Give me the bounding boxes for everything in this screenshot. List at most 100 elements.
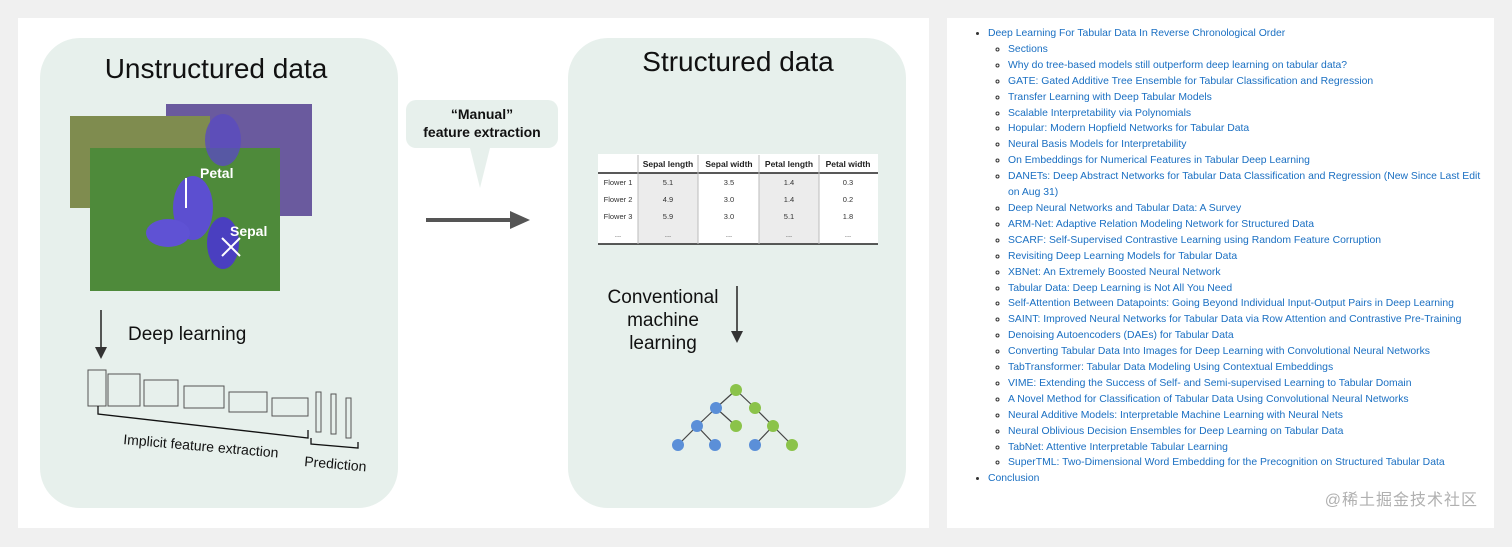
toc-section-link[interactable]: Neural Additive Models: Interpretable Ma… [1008,409,1343,421]
cnn-layers [87,369,352,439]
toc-section-item: GATE: Gated Additive Tree Ensemble for T… [1008,74,1482,90]
toc-section-link[interactable]: Why do tree-based models still outperfor… [1008,59,1348,71]
toc-section-item: Neural Oblivious Decision Ensembles for … [1008,424,1482,440]
toc-section-link[interactable]: Self-Attention Between Datapoints: Going… [1008,298,1454,310]
toc-list: Deep Learning For Tabular Data In Revers… [977,26,1482,487]
toc-section-item: SAINT: Improved Neural Networks for Tabu… [1008,312,1482,328]
table-cell: 1.8 [843,212,853,221]
table-cell: 3.0 [724,212,734,221]
toc-section-link[interactable]: Tabular Data: Deep Learning is Not All Y… [1008,282,1233,294]
manual-line2: feature extraction [423,124,540,140]
toc-section-link[interactable]: Revisiting Deep Learning Models for Tabu… [1008,250,1238,262]
toc-section-link[interactable]: TabNet: Attentive Interpretable Tabular … [1008,441,1228,453]
table-cell: 4.9 [663,195,673,204]
toc-section-item: Why do tree-based models still outperfor… [1008,58,1482,74]
table-cell: ... [786,230,792,239]
toc-section-item: Converting Tabular Data Into Images for … [1008,344,1482,360]
toc-section-link[interactable]: A Novel Method for Classification of Tab… [1008,393,1409,405]
toc-section-link[interactable]: Transfer Learning with Deep Tabular Mode… [1008,91,1212,103]
toc-section-item: DANETs: Deep Abstract Networks for Tabul… [1008,169,1482,201]
petal-label: Petal [200,165,233,181]
manual-bubble: “Manual” feature extraction [406,100,558,188]
table-cell: ... [726,230,732,239]
main-arrow-head [510,211,530,229]
conventional-line1: Conventional [608,287,719,308]
conventional-line3: learning [629,333,697,354]
table-cell: 5.1 [784,212,794,221]
toc-section-item: XBNet: An Extremely Boosted Neural Netwo… [1008,265,1482,281]
iris-table: Sepal length Sepal width Petal length Pe… [598,154,878,245]
table-cell: Flower 1 [604,178,633,187]
toc-section-item: On Embeddings for Numerical Features in … [1008,153,1482,169]
iris-photos: Petal Sepal [70,104,312,291]
table-cell: 5.9 [663,212,673,221]
toc-item-conclusion: Conclusion [988,471,1482,487]
toc-panel: Deep Learning For Tabular Data In Revers… [947,18,1494,528]
structured-title: Structured data [642,46,834,77]
toc-section-item: Deep Neural Networks and Tabular Data: A… [1008,201,1482,217]
toc-section-item: Sections [1008,42,1482,58]
toc-section-item: TabNet: Attentive Interpretable Tabular … [1008,440,1482,456]
table-header-1: Sepal length [643,159,694,169]
toc-section-link[interactable]: SCARF: Self-Supervised Contrastive Learn… [1008,234,1382,246]
deep-learning-label: Deep learning [128,324,246,345]
toc-section-link[interactable]: Deep Neural Networks and Tabular Data: A… [1008,202,1242,214]
toc-section-item: VIME: Extending the Success of Self- and… [1008,376,1482,392]
toc-section-link[interactable]: GATE: Gated Additive Tree Ensemble for T… [1008,75,1374,87]
toc-section-link[interactable]: SAINT: Improved Neural Networks for Tabu… [1008,314,1462,326]
toc-section-link[interactable]: Converting Tabular Data Into Images for … [1008,346,1431,358]
table-header-4: Petal width [826,159,871,169]
sepal-label: Sepal [230,223,267,239]
toc-section-item: Neural Additive Models: Interpretable Ma… [1008,408,1482,424]
toc-section-item: SuperTML: Two-Dimensional Word Embedding… [1008,455,1482,471]
table-cell: 3.5 [724,178,734,187]
toc-link-conclusion[interactable]: Conclusion [988,473,1040,485]
toc-section-link[interactable]: TabTransformer: Tabular Data Modeling Us… [1008,362,1334,374]
table-cell: 3.0 [724,195,734,204]
table-cell: 5.1 [663,178,673,187]
toc-section-link[interactable]: Neural Oblivious Decision Ensembles for … [1008,425,1344,437]
structured-box [568,38,906,508]
table-cell: 0.2 [843,195,853,204]
table-cell: Flower 3 [604,212,633,221]
toc-section-item: TabTransformer: Tabular Data Modeling Us… [1008,360,1482,376]
table-cell: Flower 2 [604,195,633,204]
toc-section-item: Tabular Data: Deep Learning is Not All Y… [1008,281,1482,297]
table-cell: ... [665,230,671,239]
figure-panel: Unstructured data Petal Sepal Deep learn… [18,18,929,528]
toc-section-link[interactable]: Scalable Interpretability via Polynomial… [1008,107,1192,119]
prediction-label: Prediction [304,453,367,474]
prediction-bracket [310,438,359,449]
watermark: @稀土掘金技术社区 [1324,492,1478,509]
toc-section-link[interactable]: On Embeddings for Numerical Features in … [1008,155,1310,167]
table-cell: 1.4 [784,178,794,187]
toc-section-item: ARM-Net: Adaptive Relation Modeling Netw… [1008,217,1482,233]
toc-section-item: Denoising Autoencoders (DAEs) for Tabula… [1008,328,1482,344]
toc-section-link[interactable]: VIME: Extending the Success of Self- and… [1008,377,1412,389]
toc-section-item: A Novel Method for Classification of Tab… [1008,392,1482,408]
toc-link-top[interactable]: Deep Learning For Tabular Data In Revers… [988,28,1286,39]
manual-line1: “Manual” [451,106,513,122]
toc-section-item: Hopular: Modern Hopfield Networks for Ta… [1008,121,1482,137]
conventional-line2: machine [627,310,699,331]
toc-section-item: Transfer Learning with Deep Tabular Mode… [1008,90,1482,106]
toc-section-link[interactable]: ARM-Net: Adaptive Relation Modeling Netw… [1008,218,1315,230]
toc-section-link[interactable]: XBNet: An Extremely Boosted Neural Netwo… [1008,266,1221,278]
toc-item-top: Deep Learning For Tabular Data In Revers… [988,26,1482,471]
toc-section-item: Self-Attention Between Datapoints: Going… [1008,296,1482,312]
toc-section-link[interactable]: Sections [1008,43,1048,55]
table-header-2: Sepal width [705,159,752,169]
toc-section-item: Scalable Interpretability via Polynomial… [1008,106,1482,122]
toc-section-link[interactable]: SuperTML: Two-Dimensional Word Embedding… [1008,457,1445,469]
table-cell: 1.4 [784,195,794,204]
implicit-bracket [97,406,309,439]
toc-section-link[interactable]: Neural Basis Models for Interpretability [1008,139,1187,151]
toc-section-link[interactable]: DANETs: Deep Abstract Networks for Tabul… [1008,171,1481,199]
table-cell: ... [615,230,621,239]
toc-section-item: Revisiting Deep Learning Models for Tabu… [1008,249,1482,265]
toc-section-link[interactable]: Hopular: Modern Hopfield Networks for Ta… [1008,123,1250,135]
toc-sections: SectionsWhy do tree-based models still o… [988,42,1482,471]
toc-section-link[interactable]: Denoising Autoencoders (DAEs) for Tabula… [1008,330,1234,342]
table-cell: ... [845,230,851,239]
table-header-3: Petal length [765,159,813,169]
